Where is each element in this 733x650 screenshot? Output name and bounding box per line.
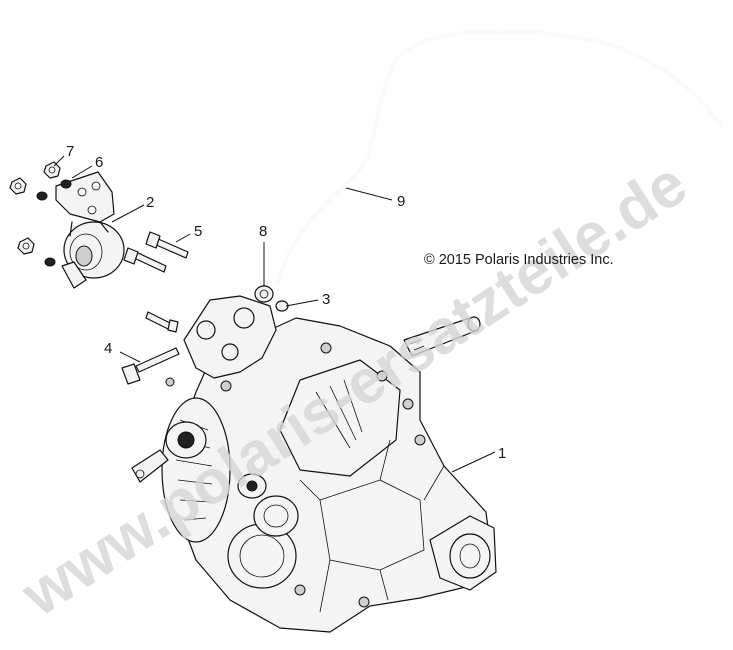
leader-lines (53, 155, 496, 473)
mount-bracket (55, 171, 125, 289)
callout-6: 6 (95, 154, 103, 171)
vent-hose (275, 28, 723, 285)
callout-5: 5 (194, 223, 202, 240)
hardware-nuts (9, 161, 72, 267)
callout-7: 7 (66, 143, 74, 160)
callout-3: 3 (322, 291, 330, 308)
callout-8: 8 (259, 223, 267, 240)
bolts-5 (123, 231, 189, 273)
bolts-4 (121, 311, 180, 385)
grommet (254, 285, 274, 303)
callout-4: 4 (104, 340, 112, 357)
callout-9: 9 (397, 193, 405, 210)
transmission-assembly (131, 295, 497, 633)
copyright-notice: © 2015 Polaris Industries Inc. (424, 252, 614, 268)
callout-1: 1 (498, 445, 506, 462)
callout-2: 2 (146, 194, 154, 211)
